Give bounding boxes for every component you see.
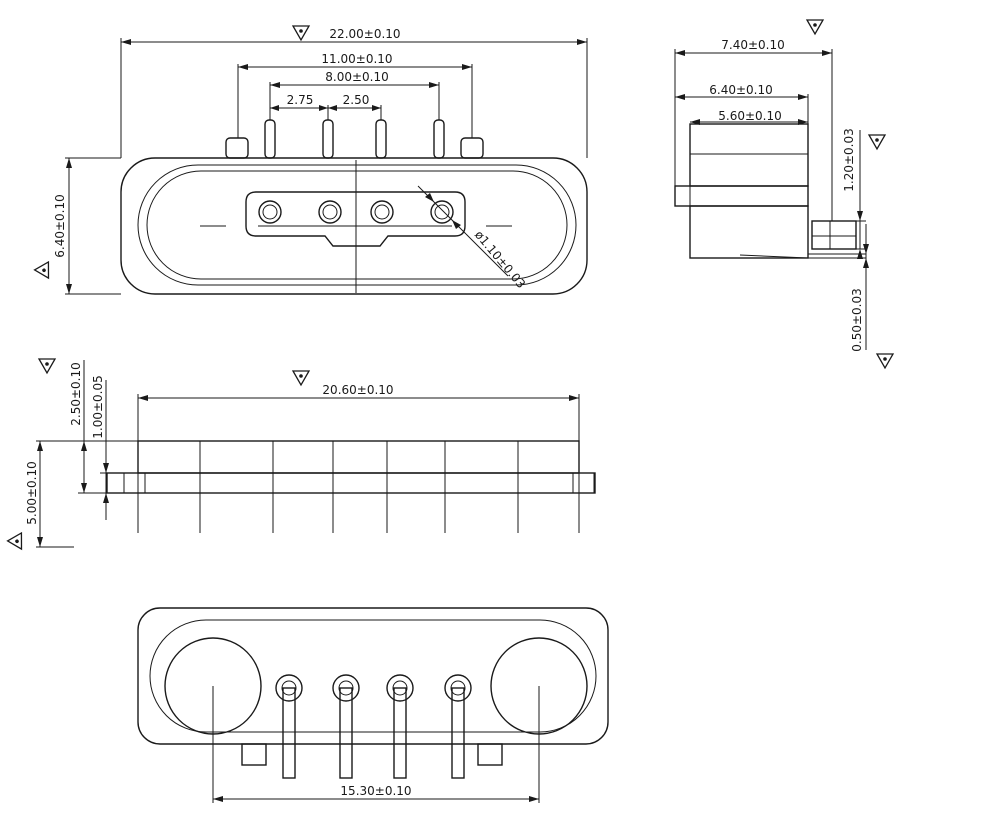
triangle-mark-icon: [292, 370, 310, 386]
dim-flange-thickness: 1.00±0.05: [91, 375, 109, 520]
label-overall-width: 22.00±0.10: [329, 27, 400, 41]
bottom-view: 15.30±0.10: [137, 607, 609, 803]
dim-outer-pin-pitch: 11.00±0.10: [237, 52, 473, 138]
bottom-peg-right: [477, 743, 503, 766]
label-leg-length: 5.00±0.10: [25, 461, 39, 525]
front-view: 22.00±0.10 11.00±0.10 8.00±0.10: [33, 25, 588, 295]
label-body-depth: 5.60±0.10: [718, 109, 782, 123]
front-body-outline: [120, 157, 588, 295]
bottom-body-outline: [137, 607, 609, 745]
contact-plate: [245, 191, 466, 247]
label-inner-pin-span: 8.00±0.10: [325, 70, 389, 84]
label-flange-depth: 6.40±0.10: [709, 83, 773, 97]
label-pin-thickness: 0.50±0.03: [850, 288, 864, 352]
label-pitch-a: 2.75: [287, 93, 314, 107]
bottom-pin-4: [444, 674, 472, 779]
dim-body-height: 6.40±0.10: [53, 157, 121, 295]
dim-inner-pin-span: 8.00±0.10: [269, 70, 440, 120]
contact-3: [370, 200, 394, 224]
front-pin-3: [375, 119, 387, 159]
front-pin-2: [322, 119, 334, 159]
dim-leg-length: 5.00±0.10: [25, 440, 78, 548]
bottom-pin-2: [332, 674, 360, 779]
side-pin: [811, 220, 857, 250]
top-view: 20.60±0.10 2.50±0.10 1.00±0.05 5.00±0.1: [6, 358, 596, 554]
dim-pitches: 2.75 2.50: [270, 93, 382, 120]
front-peg-right: [460, 137, 484, 159]
dim-flange-height: 2.50±0.10: [69, 360, 138, 494]
bottom-insulator-outline: [149, 619, 597, 733]
front-insulator-outline: [137, 164, 577, 286]
side-view: 7.40±0.10 6.40±0.10 5.60±0.10 1.20±0.03: [674, 19, 894, 369]
triangle-mark-icon: [33, 261, 57, 283]
label-pin-height: 1.20±0.03: [842, 128, 856, 192]
dim-boss-span: 15.30±0.10: [212, 686, 540, 803]
dim-body-depth: 5.60±0.10: [690, 109, 808, 125]
dim-flange-depth: 6.40±0.10: [674, 83, 809, 186]
triangle-mark-icon: [876, 353, 894, 369]
label-body-height: 6.40±0.10: [53, 194, 67, 258]
bottom-pin-1: [275, 674, 303, 779]
label-flange-height: 2.50±0.10: [69, 362, 83, 426]
front-pin-1: [264, 119, 276, 159]
label-pitch-b: 2.50: [343, 93, 370, 107]
triangle-mark-icon: [38, 358, 56, 374]
triangle-mark-icon: [806, 19, 824, 35]
front-peg-left: [225, 137, 249, 159]
triangle-mark-icon: [292, 25, 310, 41]
front-insulator-inner: [146, 170, 568, 280]
contact-1: [258, 200, 282, 224]
side-body-top: [689, 123, 809, 187]
contact-4: [430, 200, 454, 224]
top-legs: [137, 441, 580, 533]
dim-contact-diameter: ø1.10±0.03: [417, 185, 528, 291]
top-body: [137, 440, 580, 474]
label-boss-span: 15.30±0.10: [340, 784, 411, 798]
label-contact-diameter: ø1.10±0.03: [472, 228, 528, 291]
label-outer-pin-pitch: 11.00±0.10: [321, 52, 392, 66]
side-body-bottom: [689, 205, 809, 259]
contact-2: [318, 200, 342, 224]
dim-overall-width: 22.00±0.10: [120, 27, 588, 158]
front-pin-4: [433, 119, 445, 159]
dim-pin-thickness: 0.50±0.03: [850, 224, 869, 352]
bottom-pin-3: [386, 674, 414, 779]
label-total-depth: 7.40±0.10: [721, 38, 785, 52]
dim-pin-height: 1.20±0.03: [842, 128, 866, 259]
label-pin-span: 20.60±0.10: [322, 383, 393, 397]
bottom-peg-left: [241, 743, 267, 766]
side-flange: [674, 185, 809, 207]
triangle-mark-icon: [868, 134, 886, 150]
label-flange-thickness: 1.00±0.05: [91, 375, 105, 439]
top-flange: [106, 472, 596, 494]
triangle-mark-icon: [6, 532, 30, 554]
dim-pin-span: 20.60±0.10: [137, 383, 580, 441]
